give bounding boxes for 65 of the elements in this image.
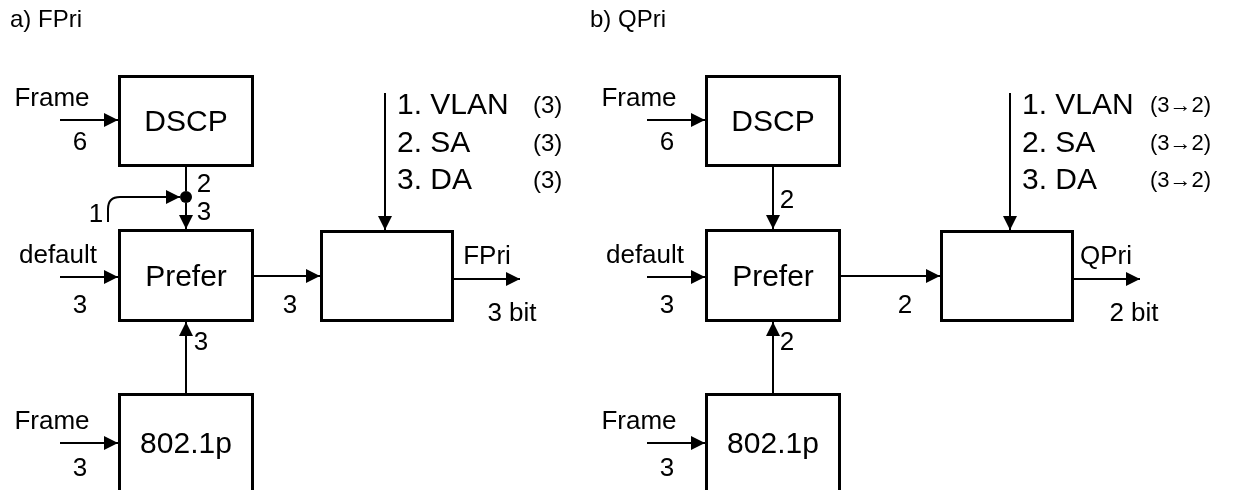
bit-width-label: 2	[196, 169, 212, 196]
edge-label: QPri	[1080, 241, 1132, 268]
bit-width-label: 3	[72, 290, 88, 317]
edge-label: default	[18, 240, 98, 267]
panel-title: b) QPri	[590, 6, 666, 31]
arrow	[646, 270, 706, 284]
bit-width-label: 2	[779, 327, 795, 354]
bit-width-label: (3→2)	[1150, 93, 1212, 116]
bit-width-label: 3	[282, 290, 298, 317]
arrow	[59, 113, 119, 127]
arrow	[840, 269, 941, 283]
process-box: 802.1p	[705, 393, 841, 490]
process-box: Prefer	[705, 229, 841, 322]
process-box	[940, 230, 1074, 322]
priority-source-label: 3. DA	[1022, 163, 1098, 194]
edge-label: FPri	[463, 241, 511, 268]
bit-width-label: (3)	[533, 92, 563, 117]
arrow	[453, 272, 521, 286]
bit-width-label: 3 bit	[487, 298, 537, 325]
bit-width-label: (3)	[533, 167, 563, 192]
arrow	[646, 436, 706, 450]
process-box	[320, 230, 454, 322]
bit-width-label: 6	[659, 127, 675, 154]
bit-width-label: 2	[779, 185, 795, 212]
arrow	[179, 202, 193, 230]
arrow	[59, 270, 119, 284]
arrow	[378, 92, 392, 231]
arrow	[179, 321, 193, 394]
arrow	[1073, 272, 1141, 286]
bit-width-label: 3	[659, 453, 675, 480]
edge-label: Frame	[601, 406, 677, 433]
process-box: Prefer	[118, 229, 254, 322]
process-box: DSCP	[118, 75, 254, 167]
bit-width-label: 6	[72, 127, 88, 154]
arrow	[253, 269, 321, 283]
bit-width-label: 3	[196, 197, 212, 224]
priority-source-label: 3. DA	[397, 163, 473, 194]
bit-width-label: (3→2)	[1150, 168, 1212, 191]
arrow	[766, 321, 780, 394]
priority-source-label: 1. VLAN	[397, 88, 509, 119]
connector-line	[185, 166, 187, 192]
bit-width-label: (3)	[533, 130, 563, 155]
arrow	[1003, 92, 1017, 231]
arrow	[107, 190, 181, 223]
bit-width-label: 2 bit	[1109, 298, 1159, 325]
edge-label: Frame	[14, 83, 90, 110]
priority-source-label: 1. VLAN	[1022, 88, 1134, 119]
arrow	[646, 113, 706, 127]
process-box: 802.1p	[118, 393, 254, 490]
panel-title: a) FPri	[10, 6, 82, 31]
edge-label: default	[605, 240, 685, 267]
bit-width-label: 2	[897, 290, 913, 317]
bit-width-label: 3	[659, 290, 675, 317]
arrow	[766, 166, 780, 230]
input-label: 1	[86, 199, 106, 227]
junction-dot	[180, 191, 192, 203]
bit-width-label: 3	[193, 327, 209, 354]
priority-source-label: 2. SA	[1022, 126, 1096, 157]
bit-width-label: 3	[72, 453, 88, 480]
edge-label: Frame	[601, 83, 677, 110]
bit-width-label: (3→2)	[1150, 131, 1212, 154]
edge-label: Frame	[14, 406, 90, 433]
process-box: DSCP	[705, 75, 841, 167]
priority-source-label: 2. SA	[397, 126, 471, 157]
arrow	[59, 436, 119, 450]
